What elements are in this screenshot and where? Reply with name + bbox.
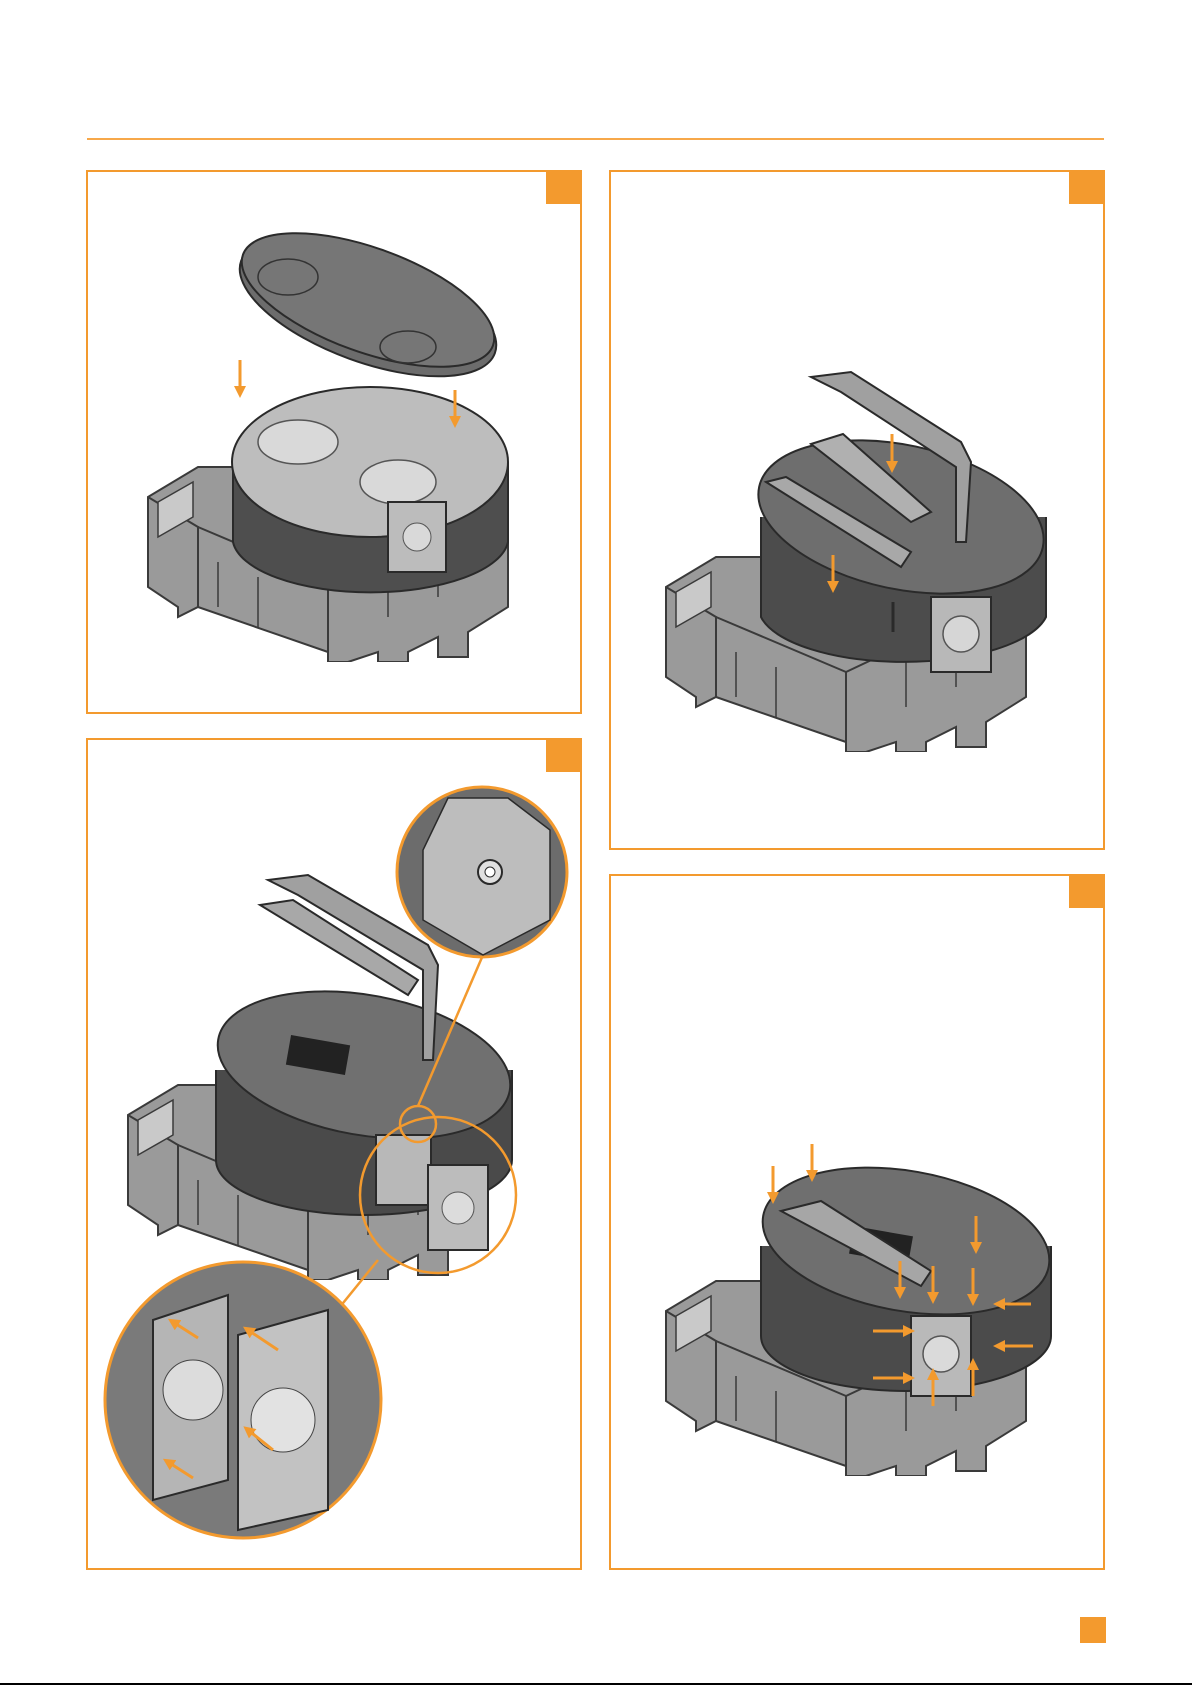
step-3-illustration-icon (88, 740, 580, 1568)
step-1-illustration-icon (88, 172, 580, 712)
step-2-illustration-icon (611, 172, 1103, 848)
page-number-badge (1080, 1617, 1106, 1643)
step-panel-d (609, 874, 1105, 1570)
header-rule (87, 138, 1104, 140)
step-panel-c (86, 738, 582, 1570)
step-4-illustration-icon (611, 876, 1103, 1568)
step-panel-b (609, 170, 1105, 850)
step-panel-a (86, 170, 582, 714)
